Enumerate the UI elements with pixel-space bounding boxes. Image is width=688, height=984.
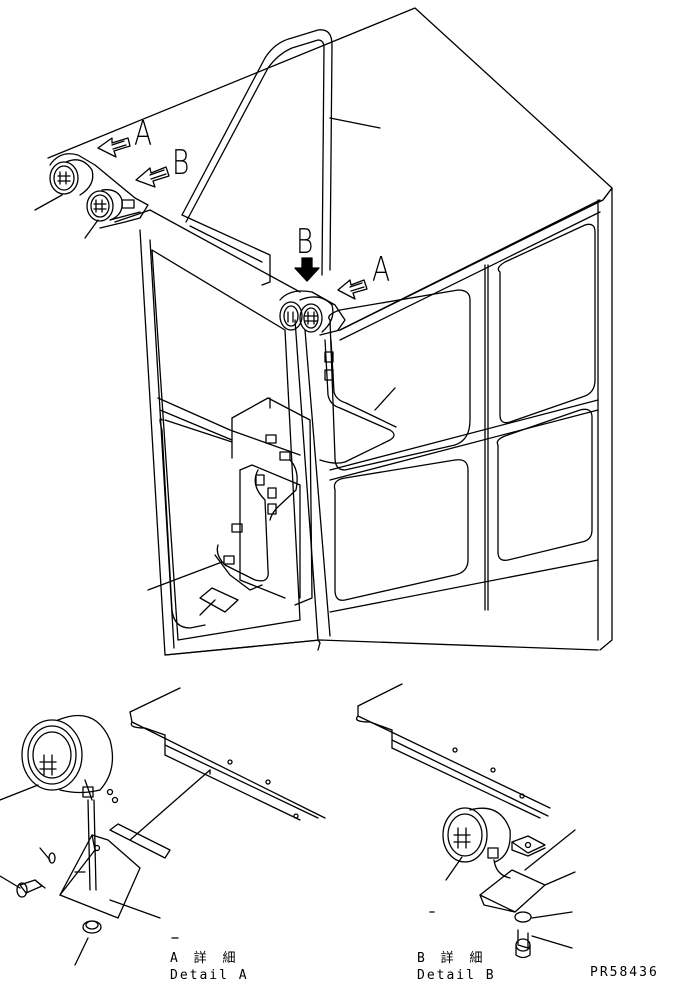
detail-b-lamp xyxy=(443,808,510,878)
detail-b-bolt xyxy=(516,930,530,958)
rear-work-lamps xyxy=(280,291,345,380)
cab-body xyxy=(48,8,612,655)
view-arrow-b-top-left xyxy=(136,167,169,187)
side-window-upper-left xyxy=(329,290,470,470)
drawing-code: PR58436 xyxy=(590,965,659,980)
view-arrows xyxy=(98,138,367,299)
view-arrow-a-top-right xyxy=(338,280,367,299)
view-label-b-top-left: B xyxy=(172,143,190,183)
side-window-lower-right xyxy=(497,409,592,560)
detail-a-drawing xyxy=(0,688,325,965)
view-arrow-a-top-left xyxy=(98,138,130,157)
detail-a-bracket xyxy=(60,835,140,918)
rear-pillar xyxy=(182,30,332,270)
detail-a-lamp xyxy=(22,716,118,803)
front-window xyxy=(152,250,300,640)
control-box xyxy=(200,398,312,612)
side-window-upper-right xyxy=(498,224,595,422)
detail-a-title-japanese: A 詳 細 xyxy=(170,951,240,966)
view-label-b-top-right: B xyxy=(296,222,314,262)
detail-b-title-english: Detail B xyxy=(417,968,496,983)
detail-a-mounting-bar xyxy=(110,824,170,858)
view-arrow-b-top-right xyxy=(295,258,319,281)
wiring-harness xyxy=(215,340,396,590)
side-window-lower-left xyxy=(334,460,468,601)
cab-roof xyxy=(48,8,612,335)
detail-a-title-english: Detail A xyxy=(170,968,249,983)
view-label-a-top-right: A xyxy=(372,250,391,290)
detail-b-drawing xyxy=(357,684,576,958)
front-pillar-left xyxy=(140,230,320,655)
detail-a-bolt xyxy=(17,880,45,897)
view-label-a-top-left: A xyxy=(134,114,153,154)
detail-b-title-japanese: B 詳 細 xyxy=(417,951,487,966)
leader-lines-main xyxy=(35,118,395,615)
front-work-lamps xyxy=(50,154,148,228)
